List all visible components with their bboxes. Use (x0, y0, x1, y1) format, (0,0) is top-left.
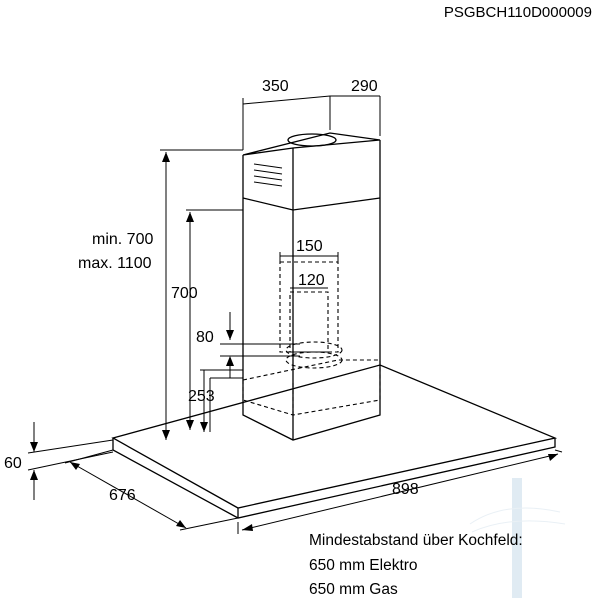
watermark-logo (469, 478, 566, 598)
dim-inner-height: 700 (171, 285, 198, 302)
dim-top-width: 290 (351, 78, 378, 95)
hidden-lines (242, 261, 381, 416)
dim-duct-inner: 120 (298, 272, 325, 289)
dim-outlet-offset: 80 (196, 329, 214, 346)
hood-body (111, 132, 558, 519)
note-electric: 650 mm Elektro (309, 557, 418, 574)
drawing-code: PSGBCH110D000009 (444, 4, 592, 21)
dim-duct-outer: 150 (296, 238, 323, 255)
note-min-distance: Mindestabstand über Kochfeld: (309, 532, 523, 549)
dim-depth: 676 (109, 487, 136, 504)
dim-top-depth: 350 (262, 78, 289, 95)
dim-width: 898 (392, 481, 419, 498)
dim-canopy-height: 253 (188, 388, 215, 405)
dim-plate-thickness: 60 (4, 455, 22, 472)
note-gas: 650 mm Gas (309, 581, 398, 598)
dimension-lines (27, 95, 563, 534)
vent-slots-icon (253, 163, 283, 187)
dim-chimney-max: max. 1100 (78, 255, 152, 272)
dim-chimney-min: min. 700 (92, 231, 153, 248)
